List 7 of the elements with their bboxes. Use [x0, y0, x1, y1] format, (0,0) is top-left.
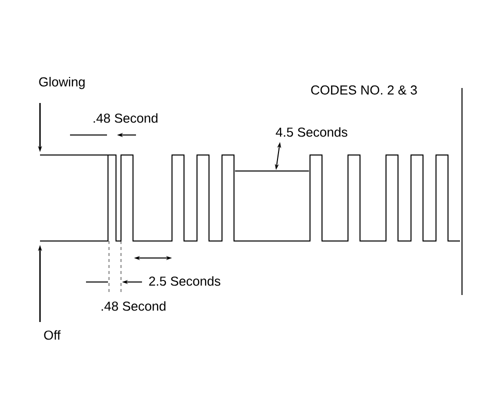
duration-label: 4.5 Seconds — [276, 127, 348, 137]
duration-label: 2.5 Seconds — [149, 276, 220, 286]
title: CODES NO. 2 & 3 — [311, 85, 417, 95]
level-label: Off — [44, 330, 61, 340]
duration-label: .48 Second — [94, 113, 158, 123]
duration-label: .48 Second — [102, 301, 166, 311]
level-label: Glowing — [39, 76, 85, 90]
